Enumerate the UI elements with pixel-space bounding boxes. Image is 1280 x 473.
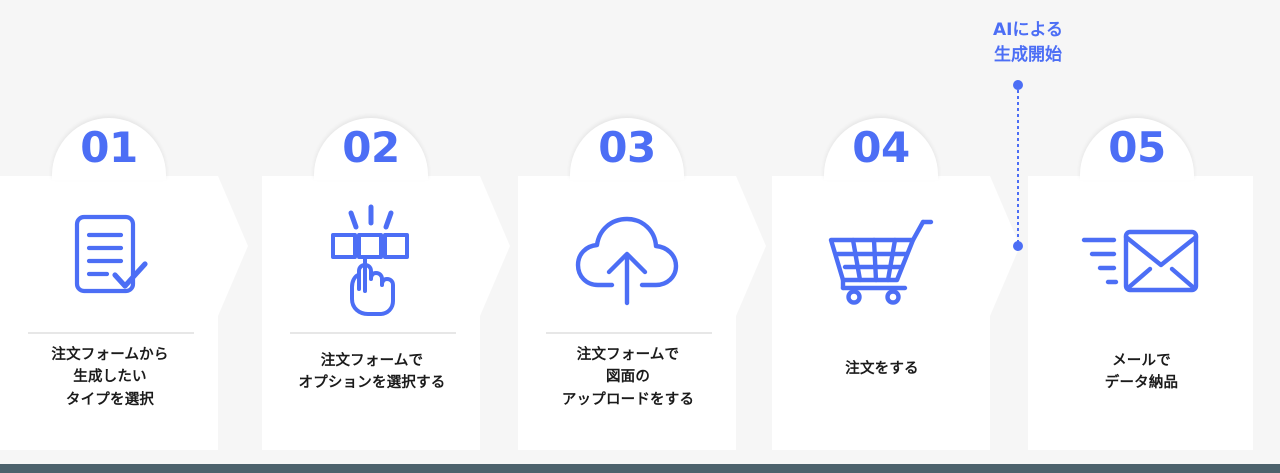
step-number: 03 — [598, 123, 656, 172]
document-check-icon — [0, 196, 218, 326]
step-number-tab: 05 — [1080, 118, 1194, 180]
bottom-bar — [0, 464, 1280, 473]
step-number: 02 — [342, 123, 400, 172]
select-option-hand-icon — [262, 196, 480, 326]
step-number-tab: 04 — [824, 118, 938, 180]
step-number: 05 — [1108, 123, 1166, 172]
card-body — [0, 176, 248, 450]
ai-annotation-text: AIによる 生成開始 — [993, 20, 1063, 65]
step-card-03[interactable]: 03 注文フォームで 図面の アップロードをする — [518, 0, 766, 464]
ai-line-dot-bottom — [1013, 241, 1023, 251]
card-body — [1028, 176, 1253, 450]
step-number-tab: 02 — [314, 118, 428, 180]
step-label: メールで データ納品 — [1104, 353, 1179, 392]
card-divider — [290, 332, 456, 334]
step-number-tab: 01 — [52, 118, 166, 180]
step-label: 注文フォームから 生成したい タイプを選択 — [51, 347, 169, 408]
step-number: 04 — [852, 123, 910, 172]
step-label: 注文をする — [845, 361, 919, 377]
step-card-01[interactable]: 01 注文フォームから 生成したい タイプを選択 — [0, 0, 248, 464]
step-card-05[interactable]: 05 メールで データ納品 — [1028, 0, 1276, 464]
shopping-cart-icon — [772, 196, 990, 326]
step-card-04[interactable]: 04 注文をする — [772, 0, 1020, 464]
step-label: 注文フォームで 図面の アップロードをする — [561, 347, 695, 408]
card-divider — [28, 332, 194, 334]
step-number-tab: 03 — [570, 118, 684, 180]
step-card-02[interactable]: 02 注文フォームで オプションを選択する — [262, 0, 510, 464]
mail-send-icon — [1028, 196, 1253, 326]
cloud-upload-icon — [518, 196, 736, 326]
step-number: 01 — [80, 123, 138, 172]
card-body — [772, 176, 1020, 450]
step-label: 注文フォームで オプションを選択する — [298, 353, 446, 392]
ai-connector-dotted-line — [1017, 84, 1019, 246]
card-divider — [546, 332, 712, 334]
